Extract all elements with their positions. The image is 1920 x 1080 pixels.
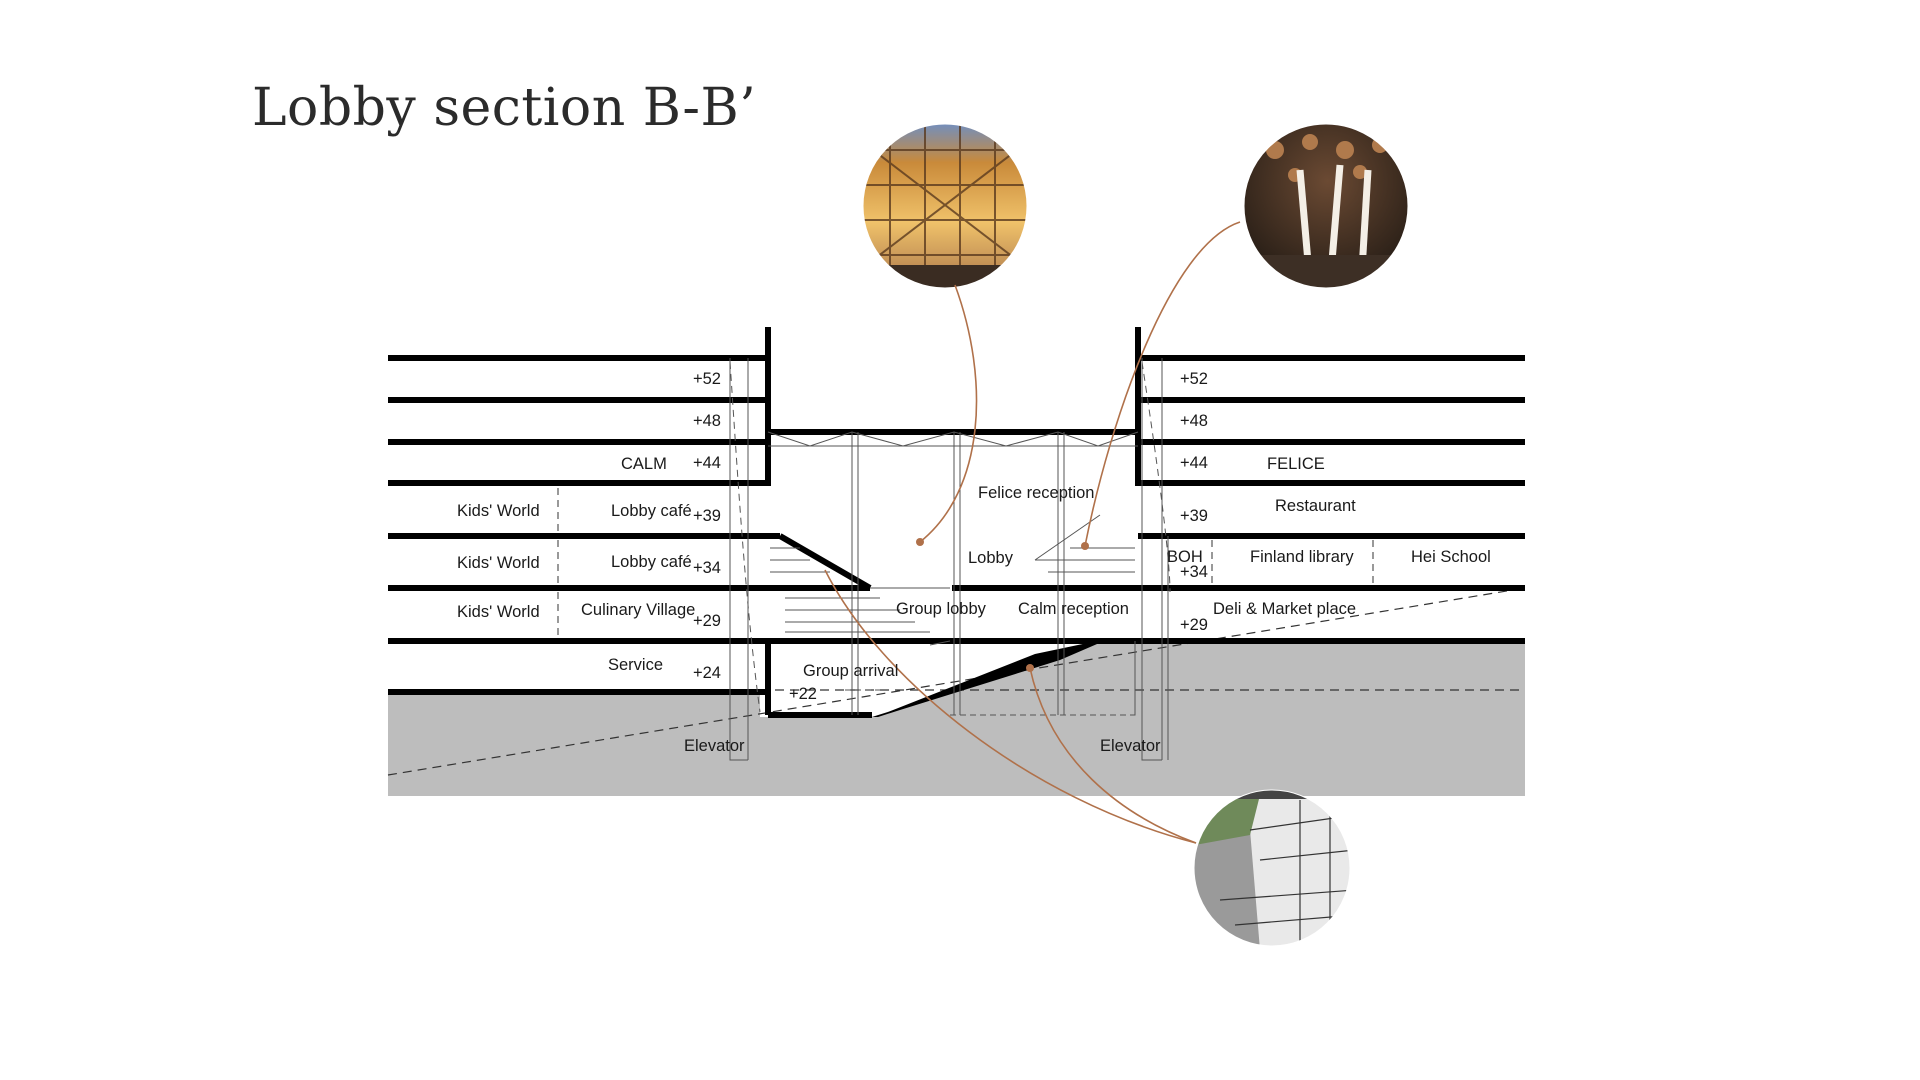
level-44-right: +44 bbox=[1180, 454, 1208, 472]
room-lobby: Lobby bbox=[968, 549, 1014, 567]
room-finland-library: Finland library bbox=[1250, 548, 1354, 566]
room-boh: BOH bbox=[1167, 548, 1203, 566]
room-service: Service bbox=[608, 656, 663, 674]
left-wing-slabs bbox=[388, 355, 1104, 695]
room-felice: FELICE bbox=[1267, 455, 1325, 473]
level-29-right: +29 bbox=[1180, 616, 1208, 634]
right-wing-slabs bbox=[952, 355, 1525, 644]
room-deli-market: Deli & Market place bbox=[1213, 600, 1356, 618]
elevator-shafts bbox=[729, 358, 1171, 761]
ramp bbox=[872, 641, 1104, 717]
level-24-left: +24 bbox=[693, 664, 721, 682]
leader-lines bbox=[824, 221, 1241, 844]
ground-fill bbox=[388, 638, 1525, 796]
level-52-right: +52 bbox=[1180, 370, 1208, 388]
room-hei-school: Hei School bbox=[1411, 548, 1491, 566]
room-calm: CALM bbox=[621, 455, 667, 473]
room-restaurant: Restaurant bbox=[1275, 497, 1356, 515]
level-34-left: +34 bbox=[693, 559, 721, 577]
room-lobby-cafe-39: Lobby café bbox=[611, 502, 692, 520]
room-kids-world-34: Kids' World bbox=[457, 554, 540, 572]
room-lobby-cafe-34: Lobby café bbox=[611, 553, 692, 571]
room-kids-world-29: Kids' World bbox=[457, 603, 540, 621]
leader-dots bbox=[916, 538, 1089, 672]
partitions bbox=[557, 488, 1374, 638]
page-title: Lobby section B-B’ bbox=[252, 78, 757, 138]
room-kids-world-39: Kids' World bbox=[457, 502, 540, 520]
arrival-sketch-photo bbox=[1194, 790, 1350, 946]
glass-facade-photo bbox=[863, 124, 1027, 288]
level-39-right: +39 bbox=[1180, 507, 1208, 525]
level-48-left: +48 bbox=[693, 412, 721, 430]
level-39-left: +39 bbox=[693, 507, 721, 525]
elevator-left: Elevator bbox=[684, 737, 745, 755]
restaurant-interior-photo bbox=[1244, 124, 1408, 288]
level-34-right: +34 bbox=[1180, 563, 1208, 581]
grade-line bbox=[387, 587, 1526, 776]
room-culinary-village: Culinary Village bbox=[581, 601, 695, 619]
level-44-left: +44 bbox=[693, 454, 721, 472]
room-calm-reception: Calm reception bbox=[1018, 600, 1129, 618]
level-52-left: +52 bbox=[693, 370, 721, 388]
level-29-left: +29 bbox=[693, 612, 721, 630]
level-22: +22 bbox=[789, 685, 817, 703]
elevator-right: Elevator bbox=[1100, 737, 1161, 755]
room-group-lobby: Group lobby bbox=[896, 600, 987, 618]
room-felice-reception: Felice reception bbox=[978, 484, 1094, 502]
atrium-structure bbox=[767, 431, 1139, 716]
sloped-slab bbox=[778, 533, 872, 591]
level-48-right: +48 bbox=[1180, 412, 1208, 430]
room-group-arrival: Group arrival bbox=[803, 662, 898, 680]
